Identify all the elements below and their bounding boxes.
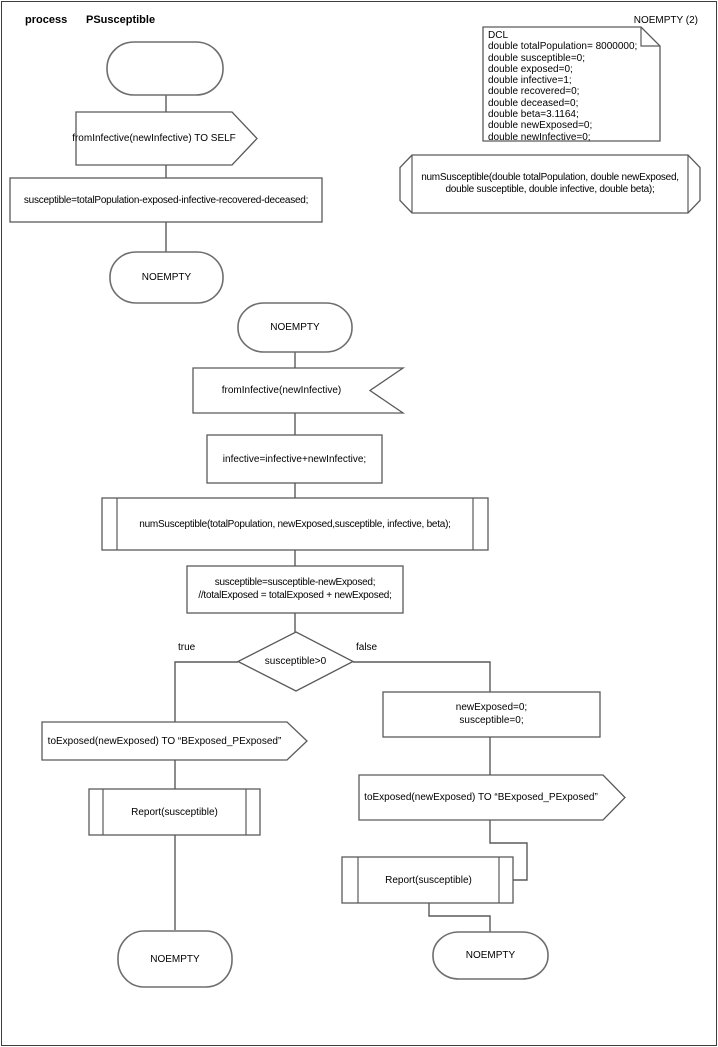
task-box-init: [9, 177, 323, 223]
state-false-end-text: NOEMPTY: [465, 950, 516, 961]
start-terminator: [106, 41, 224, 96]
procedure-call-report-true-bar: [102, 789, 247, 835]
task-update-line2: //totalExposed = totalExposed + newExpos…: [198, 589, 392, 601]
report-true-text: Report(susceptible): [131, 806, 218, 818]
task-init-text: susceptible=totalPopulation-exposed-infe…: [23, 194, 309, 206]
dcl-line: double infective=1;: [488, 75, 572, 87]
state-symbol-false-end: [432, 931, 549, 980]
procedure-call-report-false-bar: [357, 857, 500, 903]
state-symbol-main: [237, 302, 353, 353]
task-reset-text: newExposed=0; susceptible=0;: [383, 692, 600, 737]
procedure-call-report-true: [88, 788, 261, 836]
state-main-text: NOEMPTY: [270, 322, 320, 333]
procedure-call-numsusceptible: [101, 497, 489, 551]
dcl-note-box: [482, 26, 661, 142]
procedure-declaration-line2: double susceptible, double infective, do…: [445, 184, 655, 195]
dcl-line: double beta=3.1164;: [488, 109, 579, 121]
dcl-line: double exposed=0;: [488, 63, 573, 75]
decision-text: susceptible>0: [264, 656, 327, 667]
procedure-declaration-line1: numSusceptible(double totalPopulation, d…: [421, 171, 679, 183]
output-symbol-true: [41, 721, 308, 761]
procedure-declaration-text: numSusceptible(double totalPopulation, d…: [412, 155, 688, 213]
output-true-text: toExposed(newExposed) TO “BExposed_PExpo…: [47, 735, 282, 747]
task-box-update: [186, 565, 404, 614]
output-symbol-to-self: [75, 111, 258, 166]
task-update-text: susceptible=susceptible-newExposed; //to…: [187, 566, 403, 613]
task-reset-line1: newExposed=0;: [455, 702, 528, 713]
dcl-line: double deceased=0;: [488, 97, 579, 109]
dcl-line: double susceptible=0;: [488, 52, 586, 64]
dcl-line: double recovered=0;: [488, 86, 580, 98]
dcl-note-title: NOEMPTY (2): [633, 14, 698, 26]
dcl-declarations: DCL double totalPopulation= 8000000; dou…: [488, 30, 656, 143]
connector-decision-false: [353, 661, 491, 692]
state-true-end-text: NOEMPTY: [150, 953, 200, 965]
input-symbol: [192, 367, 406, 414]
dcl-line: double newExposed=0;: [488, 120, 593, 132]
dcl-note-fold: [640, 27, 660, 47]
task-box-infective: [206, 434, 383, 484]
procedure-call-bar: [116, 498, 474, 550]
output-false-text: toExposed(newExposed) TO “BExposed_PExpo…: [364, 792, 598, 803]
connector-false-output-to-proc: [489, 820, 528, 881]
report-false-text: Report(susceptible): [385, 874, 472, 886]
output-to-self-text: fromInfective(newInfective) TO SELF: [72, 133, 236, 144]
connector-false-proc-to-state: [428, 903, 491, 932]
task-box-reset: [382, 691, 601, 738]
task-infective-text: infective=infective+newInfective;: [222, 453, 367, 465]
task-reset-line2: susceptible=0;: [459, 714, 524, 726]
output-symbol-false: [358, 774, 626, 821]
procedure-call-report-false: [341, 856, 514, 904]
state-left-text: NOEMPTY: [141, 272, 192, 283]
input-signal-text: fromInfective(newInfective): [221, 385, 342, 396]
branch-true-label: true: [178, 642, 196, 653]
dcl-line: double newInfective=0;: [488, 131, 591, 143]
state-symbol-left: [109, 251, 224, 304]
decision-diamond: [236, 631, 355, 692]
dcl-line: DCL: [488, 30, 509, 41]
dcl-line: double totalPopulation= 8000000;: [488, 41, 638, 53]
branch-false-label: false: [356, 642, 378, 653]
process-kind-label: process: [25, 14, 68, 26]
connector-decision-true: [174, 661, 238, 722]
state-symbol-true-end: [117, 930, 233, 988]
task-update-line1: susceptible=susceptible-newExposed;: [214, 577, 376, 588]
process-name: PSusceptible: [86, 14, 156, 26]
procedure-call-text: numSusceptible(totalPopulation, newExpos…: [139, 518, 451, 530]
